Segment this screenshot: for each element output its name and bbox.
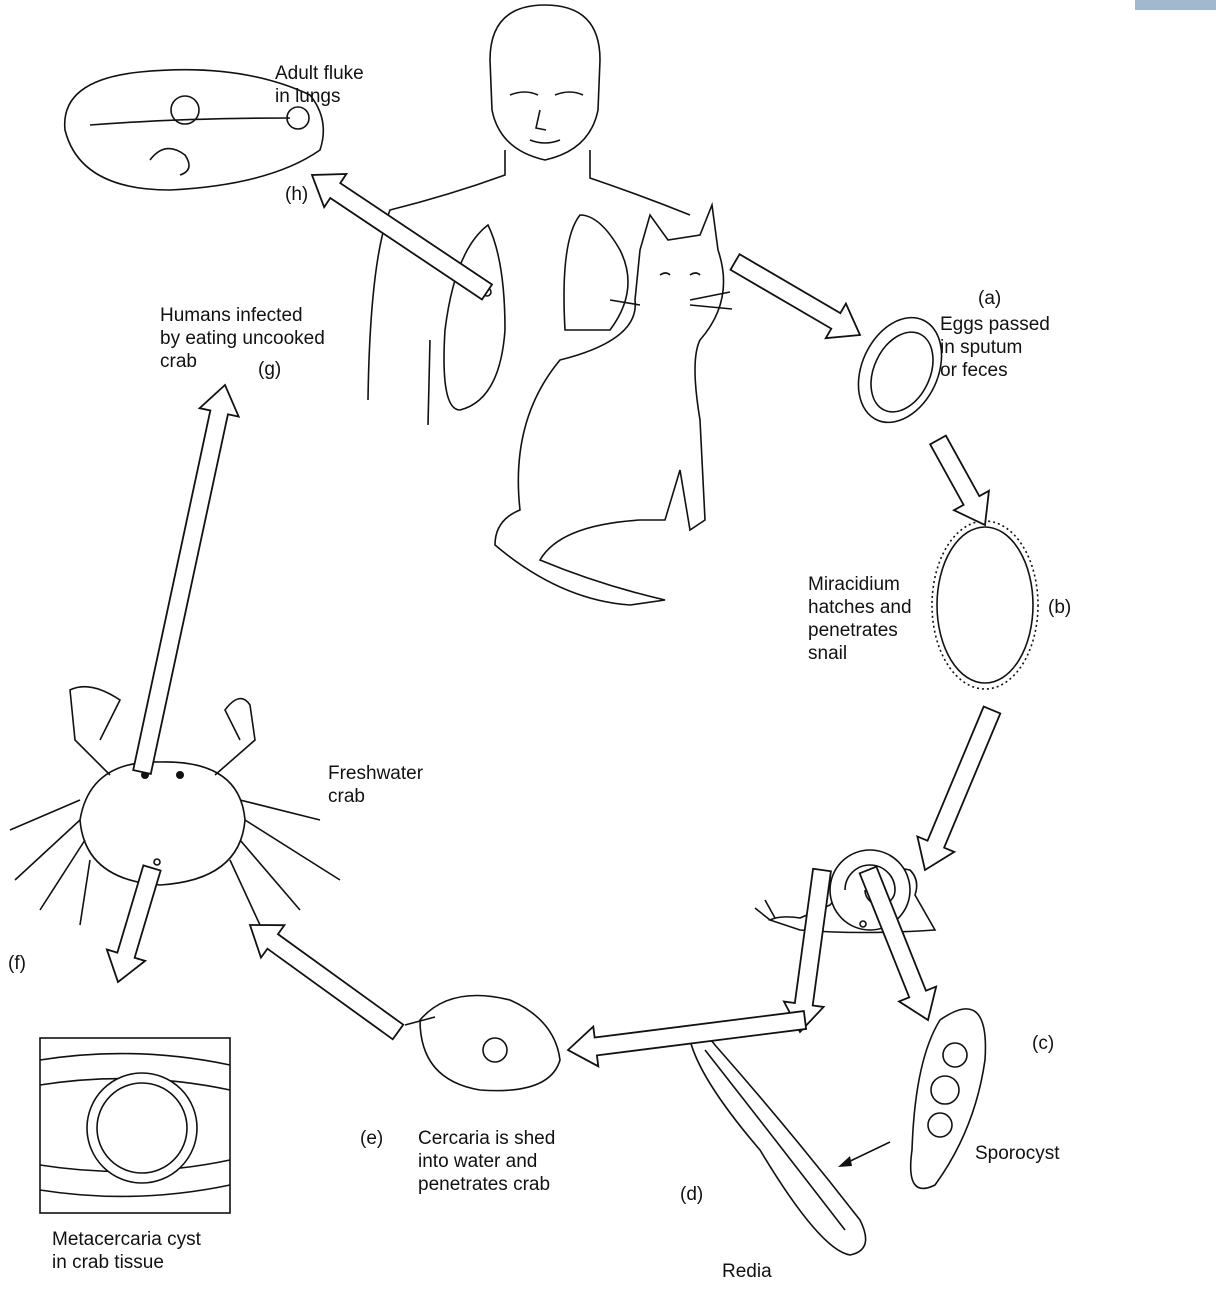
cat <box>494 201 733 606</box>
redia <box>689 1032 867 1256</box>
cercaria <box>404 994 561 1092</box>
label-d: (d) <box>680 1184 704 1205</box>
arrow-cat-to-egg <box>729 252 862 340</box>
corner-bar <box>1135 0 1216 10</box>
label-cercaria: Cercaria is shed into water and penetrat… <box>418 1128 556 1195</box>
label-eggs: Eggs passed in sputum or feces <box>940 314 1050 381</box>
small-arrowhead <box>838 1156 852 1167</box>
adult-fluke <box>63 68 325 191</box>
label-metacercaria: Metacercaria cyst in crab tissue <box>52 1229 201 1273</box>
arrow-lungs-to-fluke <box>310 172 494 301</box>
label-h: (h) <box>285 184 309 205</box>
sporocyst <box>909 1008 987 1190</box>
label-f: (f) <box>8 953 26 974</box>
egg <box>857 316 943 424</box>
arrow-redia-to-cercaria <box>566 1010 808 1068</box>
label-sporocyst: Sporocyst <box>975 1143 1060 1164</box>
label-c: (c) <box>1032 1033 1055 1054</box>
arrows <box>105 172 1002 1068</box>
arrow-cercaria-to-crab <box>248 924 405 1041</box>
label-humans-infected: Humans infected by eating uncooked crab <box>160 305 325 372</box>
label-g: (g) <box>258 359 282 380</box>
label-b: (b) <box>1048 597 1072 618</box>
arrow-crab-to-human <box>132 383 241 775</box>
arrow-miracidium-to-snail <box>916 705 1002 872</box>
label-e: (e) <box>360 1128 384 1149</box>
arrow-snail-to-redia <box>782 867 832 1034</box>
arrow-crab-to-cyst <box>105 864 162 984</box>
metacercaria-cyst <box>39 1037 231 1214</box>
crab <box>9 685 341 926</box>
label-a: (a) <box>978 288 1002 309</box>
label-freshwater-crab: Freshwater crab <box>328 763 424 807</box>
label-adult-fluke: Adult fluke in lungs <box>275 63 364 107</box>
miracidium <box>931 520 1039 690</box>
human-figure <box>367 4 691 426</box>
label-miracidium: Miracidium hatches and penetrates snail <box>808 574 912 664</box>
snail <box>754 849 937 934</box>
arrow-snail-to-sporocyst <box>858 865 938 1022</box>
label-redia: Redia <box>722 1261 772 1282</box>
arrow-egg-to-miracidium <box>928 434 991 527</box>
